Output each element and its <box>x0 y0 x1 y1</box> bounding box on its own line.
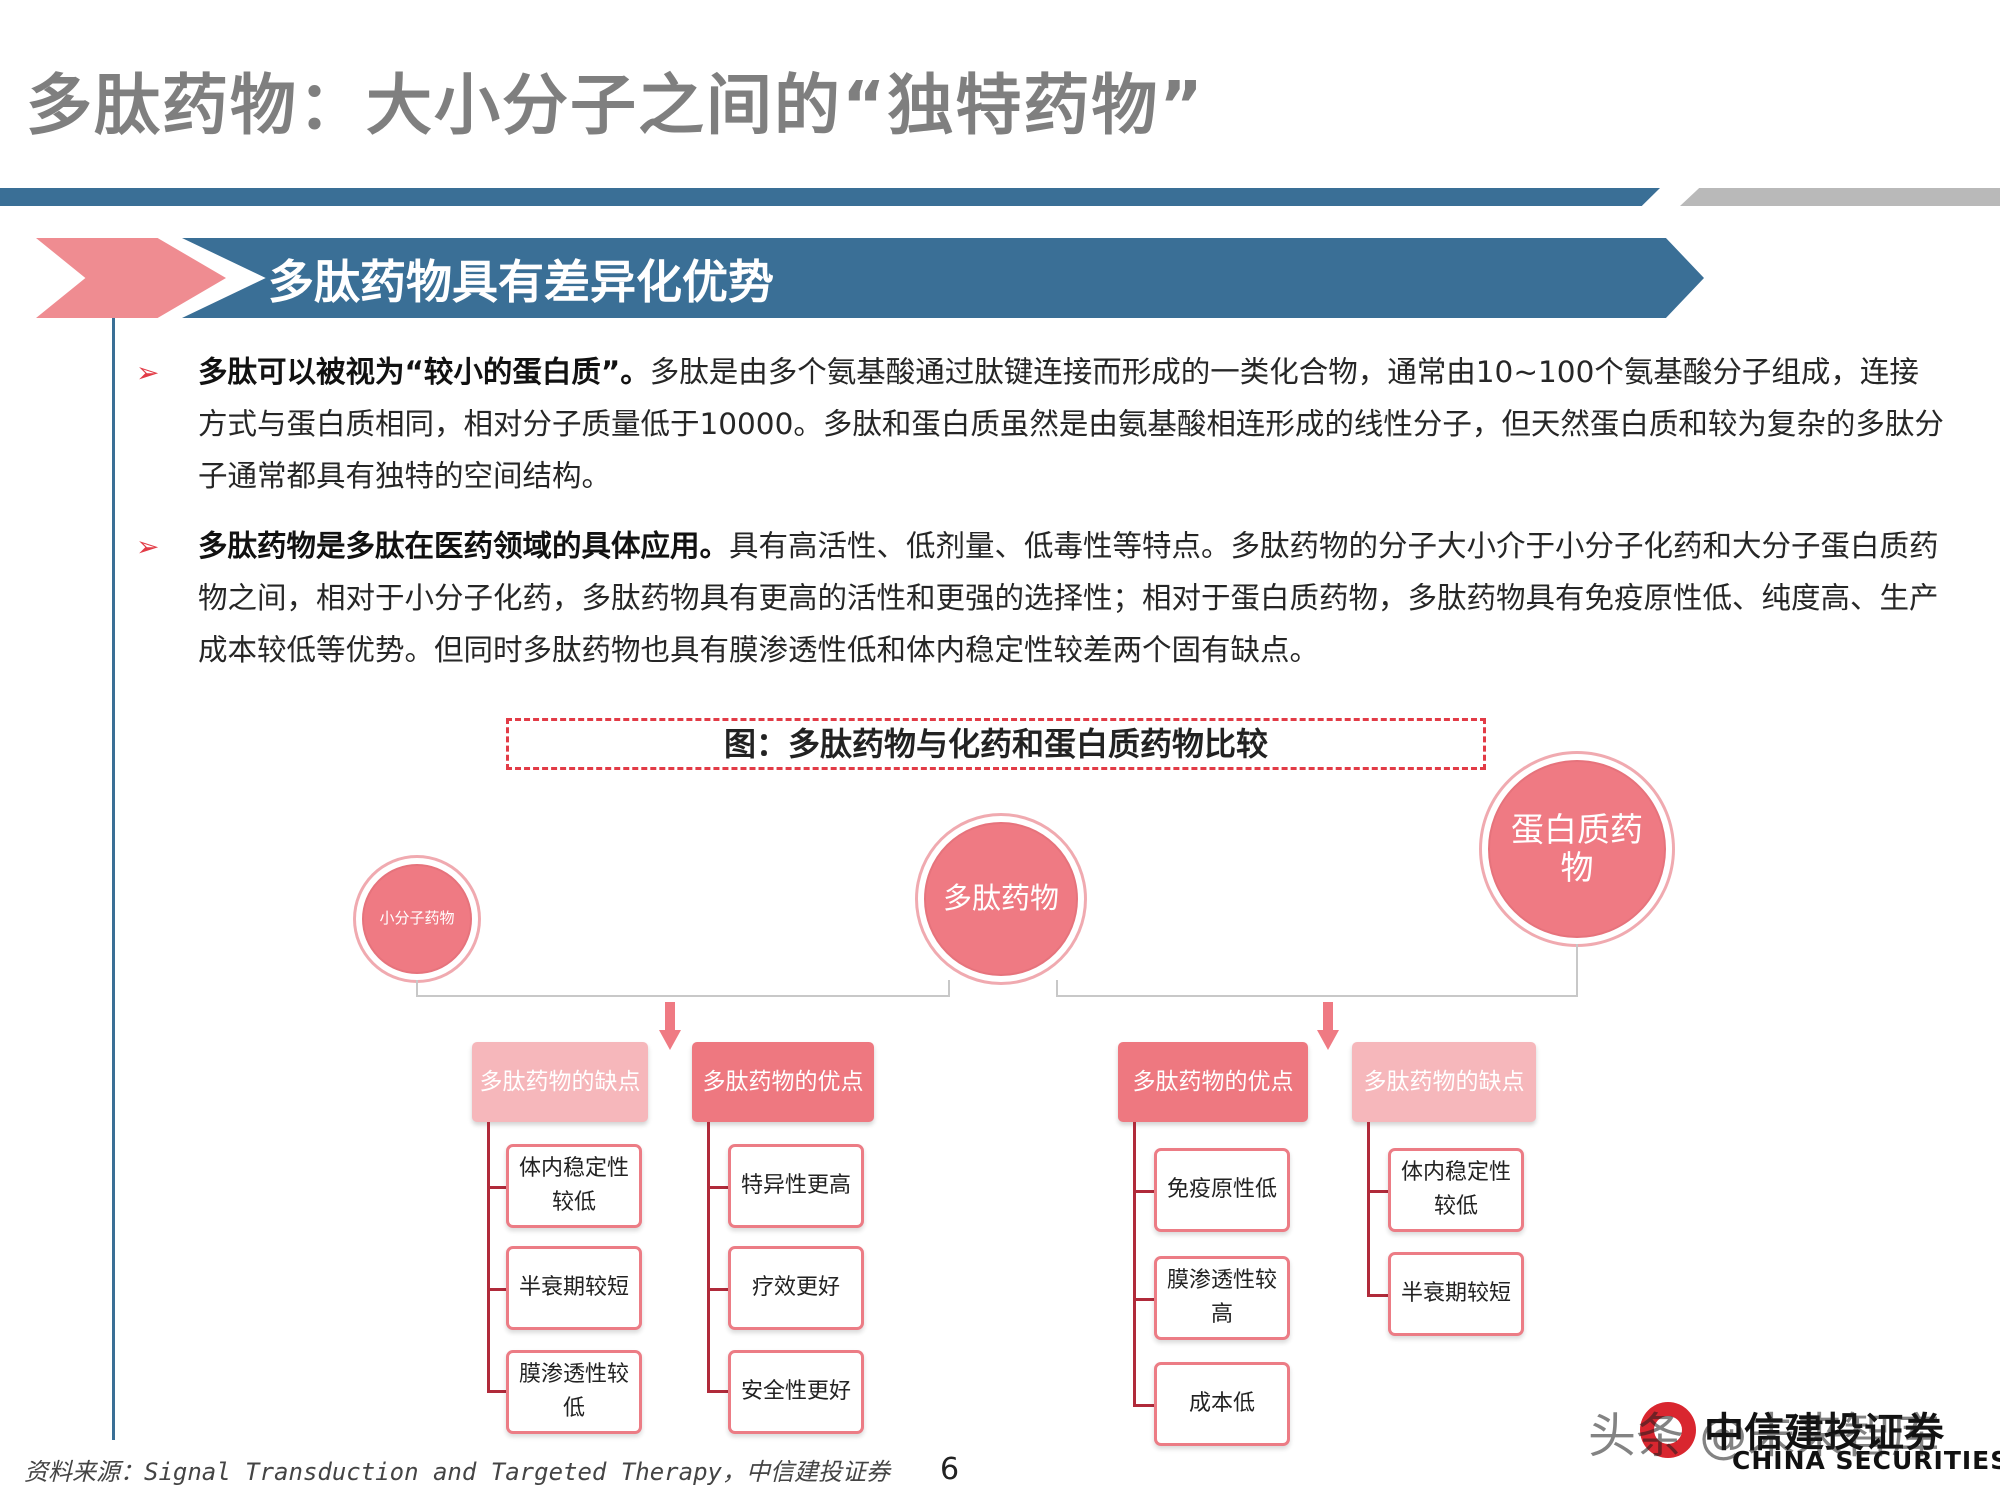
item-stability-low: 体内稳定性较低 <box>506 1144 642 1228</box>
banner-ribbon <box>182 238 1704 318</box>
page-number: 6 <box>940 1452 960 1487</box>
left-vertical-rule <box>112 318 115 1440</box>
bullet-arrow-icon: ➢ <box>136 530 160 563</box>
company-logo-text: 中信建投证券 <box>1704 1410 1944 1456</box>
connector-line <box>416 995 950 997</box>
source-note: 资料来源：Signal Transduction and Targeted Th… <box>24 1458 890 1486</box>
bullet-2-lead: 多肽药物是多肽在医药领域的具体应用。 <box>198 529 730 563</box>
item-half-life-short-right: 半衰期较短 <box>1388 1252 1524 1336</box>
banner-chevron <box>36 238 226 318</box>
page-title: 多肽药物：大小分子之间的“独特药物” <box>26 67 1205 144</box>
bullet-2-text: 具有高活性、低剂量、低毒性等特点。多肽药物的分子大小介于小分子化药和大分子蛋白质… <box>198 529 1939 667</box>
tree-line <box>1133 1404 1154 1407</box>
company-logo-inner <box>1654 1416 1682 1444</box>
title-underline-blue <box>0 188 1660 206</box>
tree-line <box>487 1390 506 1393</box>
tree-line <box>487 1122 490 1390</box>
item-specificity-higher: 特异性更高 <box>728 1144 864 1228</box>
small-molecule-label: 小分子药物 <box>379 909 455 928</box>
tree-line <box>1367 1294 1388 1297</box>
connector-line <box>1056 980 1058 996</box>
item-stability-low-right: 体内稳定性较低 <box>1388 1148 1524 1232</box>
item-half-life-short: 半衰期较短 <box>506 1246 642 1330</box>
title-underline-gray <box>1680 188 2000 206</box>
down-arrow-icon <box>659 1002 681 1050</box>
connector-line <box>1056 995 1578 997</box>
bullet-1-text: 多肽是由多个氨基酸通过肽键连接而形成的一类化合物，通常由10~100个氨基酸分子… <box>198 355 1944 493</box>
protein-drug-circle: 蛋白质药物 <box>1488 760 1666 938</box>
connector-line <box>1576 944 1578 996</box>
protein-drug-label: 蛋白质药物 <box>1511 810 1643 887</box>
connector-line <box>416 980 418 996</box>
tree-line <box>487 1288 506 1291</box>
bullet-paragraph-2: 多肽药物是多肽在医药领域的具体应用。具有高活性、低剂量、低毒性等特点。多肽药物的… <box>198 520 1948 676</box>
group-header-peptide-cons-right: 多肽药物的缺点 <box>1352 1042 1536 1122</box>
item-efficacy-better: 疗效更好 <box>728 1246 864 1330</box>
tree-line <box>707 1122 710 1390</box>
tree-line <box>1133 1122 1136 1404</box>
bullet-1-lead: 多肽可以被视为“较小的蛋白质”。 <box>198 355 650 389</box>
tree-line <box>1133 1190 1154 1193</box>
small-molecule-circle: 小分子药物 <box>362 864 472 974</box>
tree-line <box>487 1186 506 1189</box>
company-logo-subtext: CHINA SECURITIES <box>1732 1446 2000 1475</box>
bullet-arrow-icon: ➢ <box>136 356 160 389</box>
item-permeability-high: 膜渗透性较高 <box>1154 1256 1290 1340</box>
figure-caption: 图：多肽药物与化药和蛋白质药物比较 <box>506 718 1486 770</box>
tree-line <box>1367 1122 1370 1296</box>
bullet-paragraph-1: 多肽可以被视为“较小的蛋白质”。多肽是由多个氨基酸通过肽键连接而形成的一类化合物… <box>198 346 1948 502</box>
item-immunogenicity-low: 免疫原性低 <box>1154 1148 1290 1232</box>
item-cost-low: 成本低 <box>1154 1362 1290 1446</box>
watermark: 头条 @未来智库 <box>1588 1408 1940 1464</box>
peptide-drug-circle: 多肽药物 <box>924 822 1078 976</box>
tree-line <box>1367 1190 1388 1193</box>
tree-line <box>707 1390 728 1393</box>
tree-line <box>707 1288 728 1291</box>
peptide-drug-label: 多肽药物 <box>942 881 1059 916</box>
down-arrow-icon <box>1317 1002 1339 1050</box>
item-permeability-low: 膜渗透性较低 <box>506 1350 642 1434</box>
connector-line <box>948 980 950 996</box>
section-banner-title: 多肽药物具有差异化优势 <box>268 255 774 309</box>
group-header-peptide-pros-right: 多肽药物的优点 <box>1118 1042 1308 1122</box>
group-header-peptide-cons-left: 多肽药物的缺点 <box>472 1042 648 1122</box>
item-safety-better: 安全性更好 <box>728 1350 864 1434</box>
group-header-peptide-pros-left: 多肽药物的优点 <box>692 1042 874 1122</box>
tree-line <box>707 1186 728 1189</box>
tree-line <box>1133 1298 1154 1301</box>
